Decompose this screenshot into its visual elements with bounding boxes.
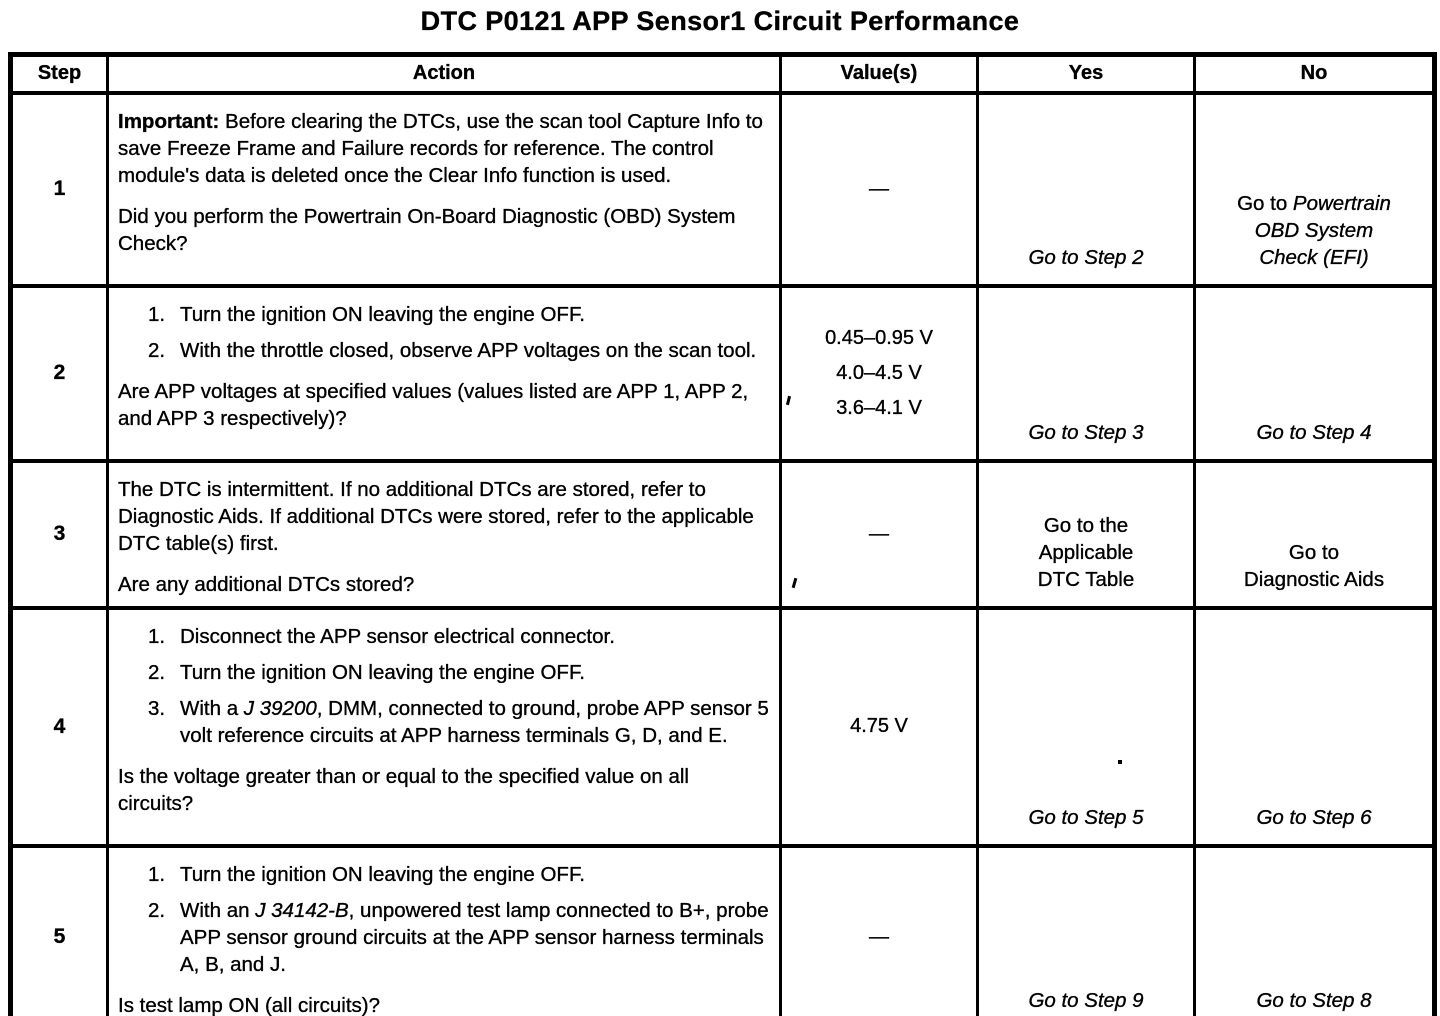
action-cell: The DTC is intermittent. If no additiona… — [106, 459, 782, 609]
action-list-item: 1.Turn the ignition ON leaving the engin… — [148, 302, 585, 326]
table-header: Step Action Value(s) Yes No — [9, 53, 1436, 94]
no-goto-line-3: Check (EFI) — [1259, 245, 1369, 269]
header-no: No — [1193, 53, 1436, 94]
value-cell: 0.45–0.95 V 4.0–4.5 V 3.6–4.1 V — [779, 284, 979, 462]
step-number: 4 — [9, 606, 109, 847]
value-cell: 4.75 V — [779, 606, 979, 847]
yes-goto: Go to Step 2 — [1028, 245, 1144, 269]
no-goto: Go to Step 8 — [1256, 988, 1372, 1012]
yes-goto: Go to Step 3 — [1028, 420, 1144, 444]
yes-cell: Go to Step 3 — [976, 284, 1196, 462]
no-goto: Go to Diagnostic Aids — [1243, 540, 1385, 591]
yes-goto: Go to the Applicable DTC Table — [1037, 513, 1135, 591]
yes-cell: Go to Step 9 — [976, 844, 1196, 1016]
table-row-step-5: 5 1.Turn the ignition ON leaving the eng… — [9, 844, 1436, 1016]
header-step: Step — [9, 53, 109, 94]
table-row-step-3: 3 The DTC is intermittent. If no additio… — [9, 459, 1436, 609]
no-cell: Go to Step 8 — [1193, 844, 1436, 1016]
tool-number: J 39200 — [243, 696, 317, 720]
yes-cell: Go to the Applicable DTC Table — [976, 459, 1196, 609]
action-list-item: 2.Turn the ignition ON leaving the engin… — [148, 660, 585, 684]
step-number: 5 — [9, 844, 109, 1016]
action-question: Are any additional DTCs stored? — [118, 572, 415, 596]
action-cell: 1.Turn the ignition ON leaving the engin… — [106, 844, 782, 1016]
yes-goto: Go to Step 5 — [1028, 805, 1144, 829]
value-range-app2: 4.0–4.5 V — [836, 361, 922, 384]
action-cell: 1.Turn the ignition ON leaving the engin… — [106, 284, 782, 462]
value-range-app1: 0.45–0.95 V — [825, 326, 933, 349]
action-list-item: 1.Disconnect the APP sensor electrical c… — [148, 624, 615, 648]
no-cell: Go to Step 4 — [1193, 284, 1436, 462]
header-action: Action — [106, 53, 782, 94]
action-cell: 1.Disconnect the APP sensor electrical c… — [106, 606, 782, 847]
yes-cell: Go to Step 5 — [976, 606, 1196, 847]
action-question: Is the voltage greater than or equal to … — [118, 764, 689, 815]
no-goto-line-2: OBD System — [1254, 218, 1374, 242]
value-cell: — — [779, 844, 979, 1016]
important-paragraph: Important: Before clearing the DTCs, use… — [118, 108, 769, 189]
value-cell: — — [779, 91, 979, 287]
important-text: Before clearing the DTCs, use the scan t… — [118, 109, 763, 187]
no-cell: Go to Powertrain OBD System Check (EFI) — [1193, 91, 1436, 287]
no-goto: Go to Step 6 — [1256, 805, 1372, 829]
action-list-item: 2.With an J 34142-B, unpowered test lamp… — [148, 898, 769, 976]
no-cell: Go to Step 6 — [1193, 606, 1436, 847]
page-title: DTC P0121 APP Sensor1 Circuit Performanc… — [420, 6, 1020, 36]
tool-number: J 34142-B — [255, 898, 349, 922]
table-row-step-1: 1 Important: Before clearing the DTCs, u… — [9, 91, 1436, 287]
no-goto: Go to Step 4 — [1256, 420, 1372, 444]
action-list-item: 3.With a J 39200, DMM, connected to grou… — [148, 696, 769, 747]
action-question: Are APP voltages at specified values (va… — [118, 379, 749, 430]
important-label: Important: — [118, 109, 220, 133]
yes-cell: Go to Step 2 — [976, 91, 1196, 287]
value-cell: — — [779, 459, 979, 609]
action-list-item: 1.Turn the ignition ON leaving the engin… — [148, 862, 585, 886]
table-row-step-4: 4 1.Disconnect the APP sensor electrical… — [9, 606, 1436, 847]
action-question: Did you perform the Powertrain On-Board … — [118, 204, 736, 255]
table-row-step-2: 2 1.Turn the ignition ON leaving the eng… — [9, 284, 1436, 462]
no-goto-line-1: Go to Powertrain — [1237, 191, 1391, 215]
action-lead-paragraph: The DTC is intermittent. If no additiona… — [118, 477, 754, 555]
action-cell: Important: Before clearing the DTCs, use… — [106, 91, 782, 287]
step-number: 3 — [9, 459, 109, 609]
step-number: 2 — [9, 284, 109, 462]
yes-goto: Go to Step 9 — [1028, 988, 1144, 1012]
header-yes: Yes — [976, 53, 1196, 94]
header-values: Value(s) — [779, 53, 979, 94]
no-cell: Go to Diagnostic Aids — [1193, 459, 1436, 609]
table-header-row: Step Action Value(s) Yes No — [9, 53, 1436, 94]
step-number: 1 — [9, 91, 109, 287]
action-question: Is test lamp ON (all circuits)? — [118, 993, 380, 1016]
dtc-diagnostic-table: Step Action Value(s) Yes No 1 Important:… — [8, 52, 1437, 1016]
action-list-item: 2.With the throttle closed, observe APP … — [148, 338, 757, 362]
value-range-app3: 3.6–4.1 V — [836, 396, 922, 419]
scan-artifact — [1118, 760, 1122, 764]
